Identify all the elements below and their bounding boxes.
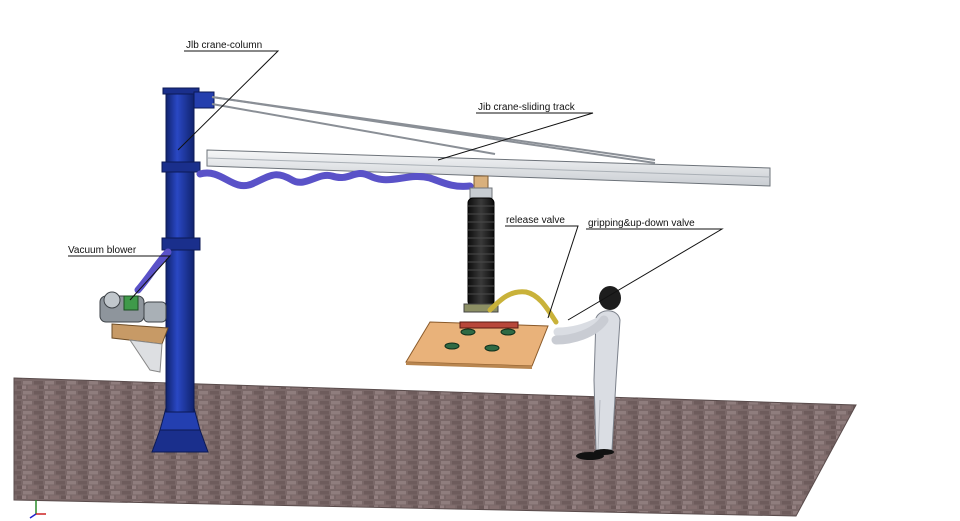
wooden-board bbox=[406, 322, 548, 369]
label-vacuum-blower: Vacuum blower bbox=[68, 245, 137, 256]
operating-handle bbox=[490, 292, 556, 322]
lifting-tube bbox=[464, 198, 498, 312]
vacuum-hose bbox=[200, 173, 470, 186]
axis-triad-icon bbox=[30, 500, 46, 518]
label-column: Jlb crane-column bbox=[186, 40, 262, 51]
vacuum-blower bbox=[100, 292, 168, 372]
blower-hose bbox=[138, 252, 168, 290]
label-sliding-track: Jib crane-sliding track bbox=[478, 102, 576, 113]
floor bbox=[14, 378, 856, 516]
label-release-valve: release valve bbox=[506, 215, 565, 226]
label-gripping-valve: gripping&up-down valve bbox=[588, 218, 695, 229]
